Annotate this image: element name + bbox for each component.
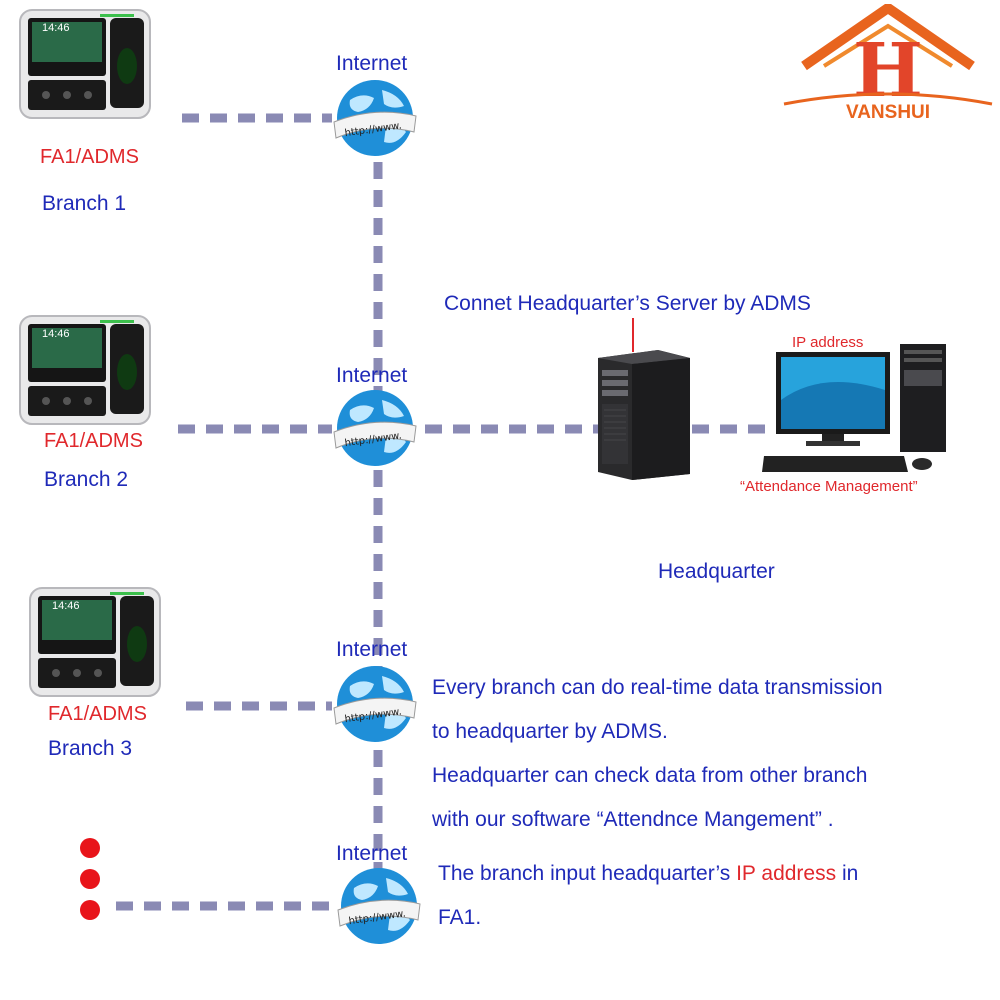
internet-globe-icon: http://www. [333, 666, 417, 742]
logo-name: VANSHUI [846, 102, 930, 122]
branch-2-terminal: 14:46 [18, 314, 152, 435]
branch-1-device-label: FA1/ADMS [40, 146, 139, 168]
description-line: Every branch can do real-time data trans… [432, 676, 883, 699]
server [592, 350, 694, 485]
branch-3-device-label: FA1/ADMS [48, 703, 147, 725]
server-tower-icon [598, 350, 690, 480]
ip-note: The branch input headquarter’s IP addres… [438, 852, 858, 940]
attendance-terminal-icon [29, 587, 161, 697]
internet-label: Internet [336, 364, 408, 387]
description-block: Every branch can do real-time data trans… [432, 666, 883, 842]
branch-1-name: Branch 1 [42, 192, 127, 215]
vanshui-logo: H VANSHUI [780, 3, 996, 127]
server-caption: Connet Headquarter’s Server by ADMS [444, 292, 811, 315]
ip-note-line-1: The branch input headquarter’s IP addres… [438, 852, 858, 896]
ip-note-line-2: FA1. [438, 906, 482, 929]
attendance-terminal-icon [19, 315, 151, 425]
internet-label: Internet [336, 842, 408, 865]
terminal-screen-time: 14:46 [42, 22, 70, 34]
headquarter-title: Headquarter [658, 560, 775, 583]
ip-note-highlight: IP address [736, 862, 837, 885]
branch-3-name: Branch 3 [48, 737, 133, 760]
more-branches-dot [80, 900, 100, 920]
internet-node-2: http://www. [330, 386, 420, 475]
desktop-computer [762, 340, 950, 479]
internet-label: Internet [336, 52, 408, 75]
description-line: to headquarter by ADMS. [432, 720, 668, 743]
vanshui-logo-mark: H VANSHUI [783, 3, 993, 123]
logo-letter: H [853, 28, 923, 114]
caption-pointer [632, 318, 634, 352]
internet-node-4: http://www. [334, 864, 424, 953]
internet-node-1: http://www. [330, 76, 420, 165]
attendance-terminal-icon [19, 9, 151, 119]
ip-address-label: IP address [792, 334, 864, 351]
description-line: Headquarter can check data from other br… [432, 764, 868, 787]
internet-label: Internet [336, 638, 408, 661]
internet-globe-icon: http://www. [333, 390, 417, 466]
more-branches-dot [80, 869, 100, 889]
more-branches-dot [80, 838, 100, 858]
branch-1-terminal: 14:46 [18, 8, 152, 129]
internet-globe-icon: http://www. [333, 80, 417, 156]
branch-2-device-label: FA1/ADMS [44, 430, 143, 452]
ip-note-text-end: in [836, 862, 859, 885]
terminal-screen-time: 14:46 [42, 328, 70, 340]
internet-globe-icon: http://www. [337, 868, 421, 944]
internet-node-3: http://www. [330, 662, 420, 751]
branch-2-name: Branch 2 [44, 468, 129, 491]
branch-3-terminal: 14:46 [28, 586, 162, 707]
terminal-screen-time: 14:46 [52, 600, 80, 612]
description-line: with our software “Attendnce Mangement” … [432, 808, 834, 831]
ip-note-text: The branch input headquarter’s [438, 862, 737, 885]
software-caption: “Attendance Management” [740, 478, 918, 495]
desktop-computer-icon [762, 344, 946, 472]
